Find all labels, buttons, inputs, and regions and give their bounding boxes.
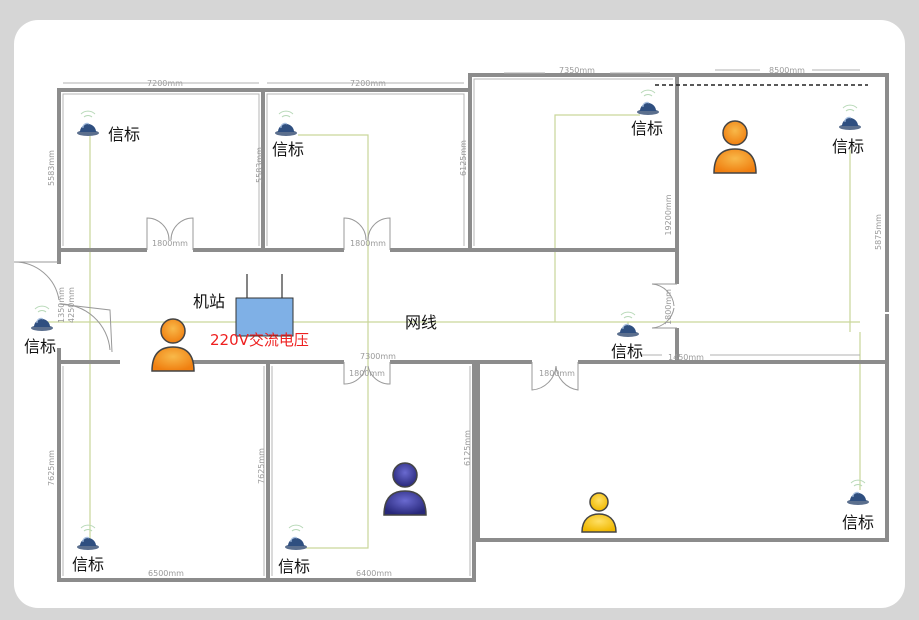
- svg-text:4250mm: 4250mm: [67, 287, 76, 323]
- svg-text:5583mm: 5583mm: [255, 147, 264, 183]
- beacon-label: 信标: [631, 119, 663, 138]
- walls: [57, 73, 889, 582]
- doors: [13, 217, 677, 391]
- svg-text:19200mm: 19200mm: [664, 194, 673, 235]
- svg-text:7300mm: 7300mm: [360, 352, 396, 361]
- network-cable-label: 网线: [405, 313, 437, 332]
- svg-text:5583mm: 5583mm: [47, 150, 56, 186]
- svg-text:6400mm: 6400mm: [356, 569, 392, 578]
- svg-text:7350mm: 7350mm: [559, 66, 595, 75]
- svg-text:6125mm: 6125mm: [463, 430, 472, 466]
- beacon-label: 信标: [108, 125, 140, 144]
- svg-text:1800mm: 1800mm: [350, 239, 386, 248]
- inner-wall-lines: [62, 78, 673, 576]
- beacon-label: 信标: [278, 557, 310, 576]
- svg-text:1800mm: 1800mm: [152, 239, 188, 248]
- svg-text:1800mm: 1800mm: [664, 289, 673, 325]
- base-station-label: 机站: [193, 292, 225, 311]
- svg-text:5875mm: 5875mm: [874, 214, 883, 250]
- beacon-label: 信标: [272, 140, 304, 159]
- person-yellow-icon: [581, 492, 617, 533]
- dimension-lines: [63, 69, 860, 356]
- svg-text:1800mm: 1800mm: [349, 369, 385, 378]
- beacon-label: 信标: [24, 337, 56, 356]
- person-blue-icon: [383, 462, 427, 516]
- base-station: [235, 274, 294, 337]
- beacon-label: 信标: [832, 137, 864, 156]
- person-orange-icon: [713, 120, 757, 174]
- svg-text:1800mm: 1800mm: [539, 369, 575, 378]
- svg-text:8500mm: 8500mm: [769, 66, 805, 75]
- svg-text:7625mm: 7625mm: [257, 448, 266, 484]
- svg-text:7625mm: 7625mm: [47, 450, 56, 486]
- svg-text:1450mm: 1450mm: [668, 353, 704, 362]
- svg-text:6125mm: 6125mm: [459, 140, 468, 176]
- person-orange-icon: [151, 318, 195, 372]
- svg-text:1350mm: 1350mm: [57, 287, 66, 323]
- dimension-labels: 7200mm 7200mm 7350mm 8500mm 5583mm 5583m…: [47, 66, 883, 578]
- beacon-label: 信标: [842, 513, 874, 532]
- power-label: 220V交流电压: [210, 331, 309, 349]
- svg-text:6500mm: 6500mm: [148, 569, 184, 578]
- sheet: [14, 20, 905, 608]
- beacon-label: 信标: [72, 555, 104, 574]
- beacon-label: 信标: [611, 342, 643, 361]
